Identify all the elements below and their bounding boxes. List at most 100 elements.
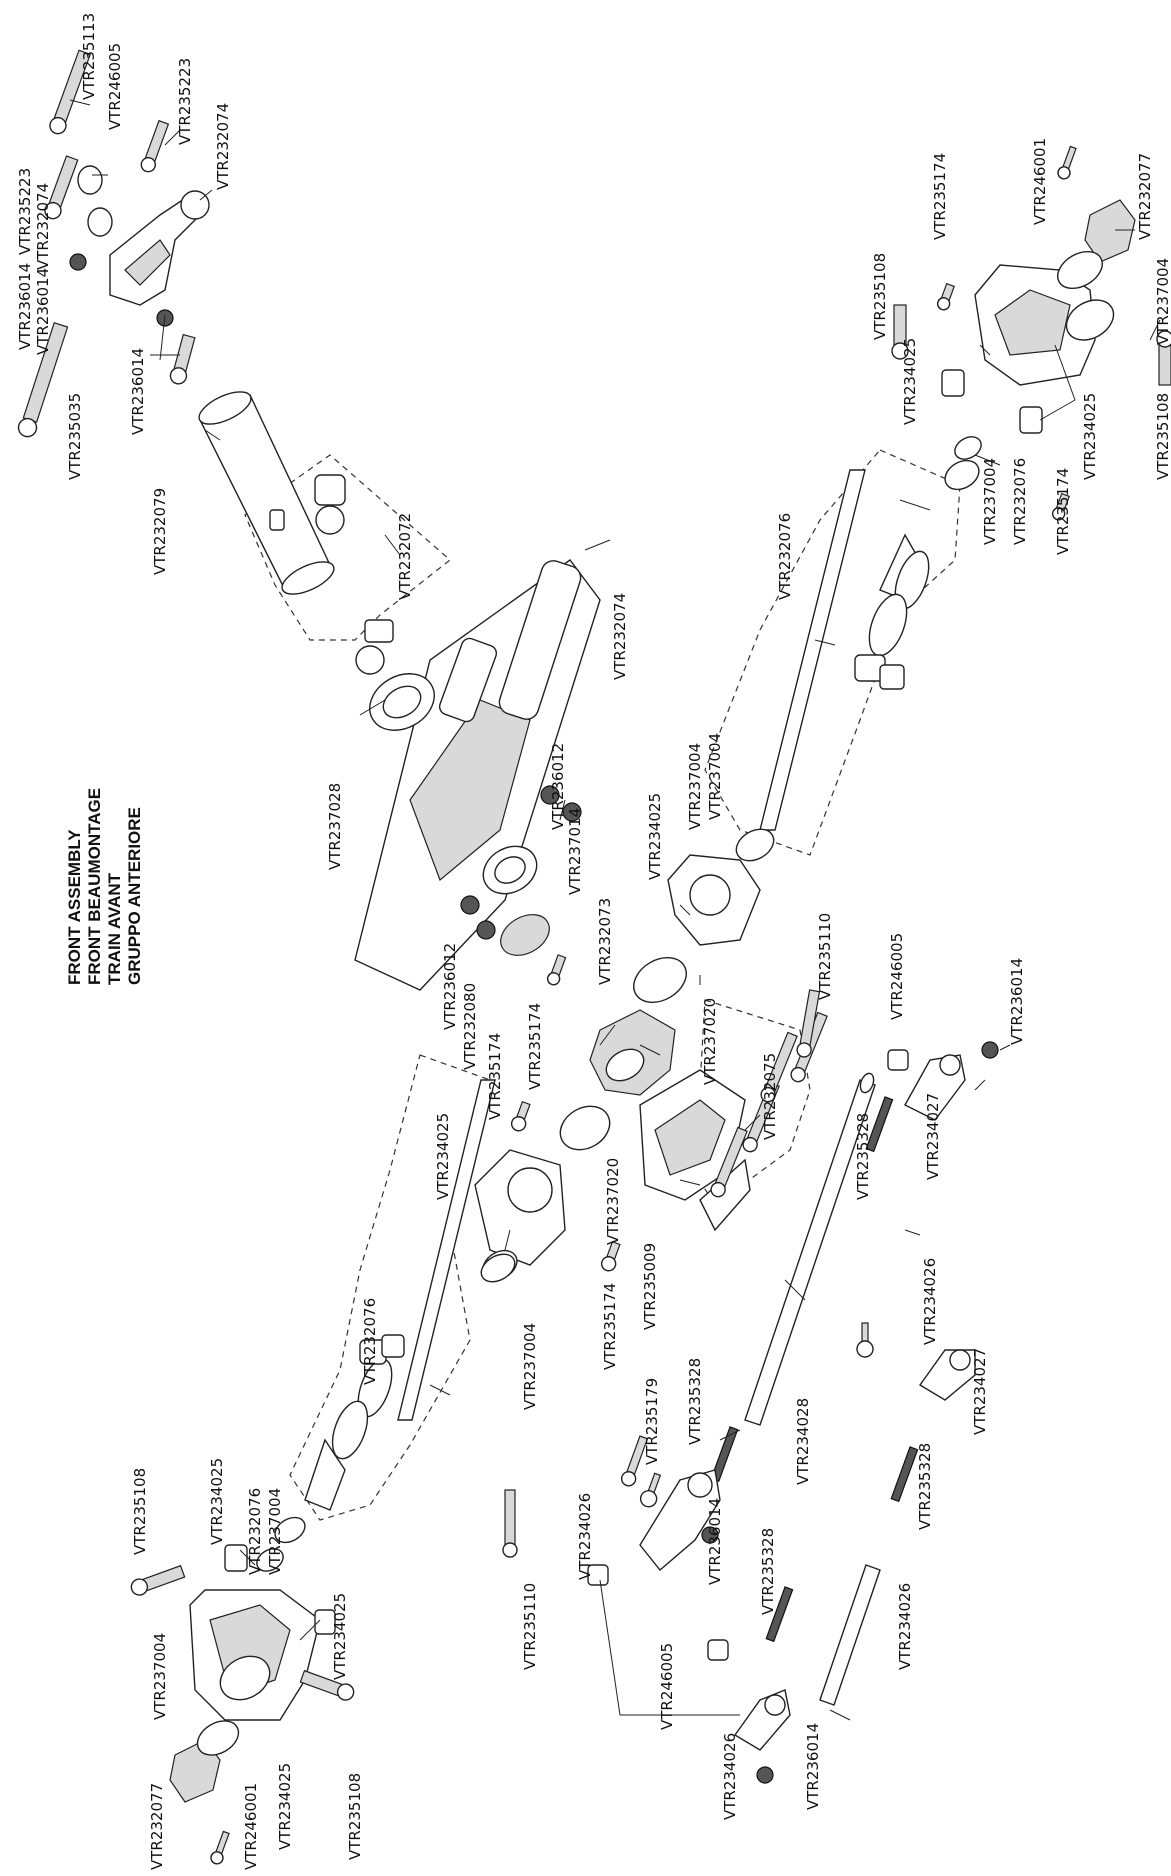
label-VTR235174-upper-right-2: VTR235174 (1054, 468, 1072, 555)
long-screw-top (49, 49, 92, 135)
ball-stud-lower (639, 1472, 662, 1508)
screw-mid (44, 155, 79, 220)
screw-upper-right-right (1156, 330, 1171, 386)
bushing-rod-end-mid (587, 1564, 609, 1586)
screw-upper-right-bottom (1051, 492, 1071, 521)
label-VTR234025-lower-left-2: VTR234025 (331, 1593, 349, 1680)
label-VTR234026-bottom: VTR234026 (721, 1733, 739, 1820)
label-VTR235174-upper-right: VTR235174 (931, 153, 949, 240)
label-VTR235328-left-lower: VTR235328 (759, 1528, 777, 1615)
label-VTR236012-upper: VTR236012 (549, 743, 567, 830)
long-link-rod (744, 1079, 876, 1426)
label-VTR234026-left: VTR234026 (576, 1493, 594, 1580)
bearing-right-inner (735, 828, 775, 862)
label-VTR234025-lower-left-3: VTR234025 (276, 1763, 294, 1850)
label-VTR237020-left: VTR237020 (604, 1158, 622, 1245)
bushing-rod-end-lower (707, 1639, 729, 1661)
label-VTR235108-lower-left-2: VTR235108 (346, 1773, 364, 1860)
label-VTR234025-mid: VTR234025 (434, 1113, 452, 1200)
main-tube (198, 391, 335, 595)
label-VTR235108-upper-right-2: VTR235108 (1154, 393, 1171, 480)
label-VTR232076-mid: VTR232076 (361, 1298, 379, 1385)
label-VTR235110-right: VTR235110 (816, 913, 834, 1000)
long-screw-left (17, 321, 69, 438)
threaded-rod-1 (865, 1096, 894, 1153)
knuckle-lower-left (189, 1516, 336, 1721)
group-box-left-driveshaft (289, 1054, 491, 1521)
label-VTR236012-lower: VTR236012 (441, 943, 459, 1030)
label-VTR237014: VTR237014 (566, 808, 584, 895)
label-VTR237004-center: VTR237004 (706, 733, 724, 820)
nut-rod-end-mid (701, 1526, 719, 1544)
center-housing (354, 559, 601, 991)
pin-upper-right (1057, 145, 1077, 180)
label-VTR232080: VTR232080 (461, 983, 479, 1070)
label-VTR235223-top: VTR235223 (176, 58, 194, 145)
label-VTR232074-center: VTR232074 (611, 593, 629, 680)
bushing-top (77, 165, 103, 195)
label-VTR237004-lower-left-2: VTR237004 (151, 1633, 169, 1720)
bearing-lower-left (196, 1720, 240, 1756)
nut-rod-end-lower (756, 1766, 774, 1784)
label-VTR232079: VTR232079 (151, 488, 169, 575)
label-VTR246005-left: VTR246005 (658, 1643, 676, 1730)
label-VTR246001-upper-right: VTR246001 (1031, 138, 1049, 225)
screw-lower-left-top (130, 1564, 186, 1596)
label-VTR236014-bottom: VTR236014 (804, 1723, 822, 1810)
threaded-rod-3 (890, 1446, 919, 1503)
short-screw-lower (169, 333, 196, 385)
title-line-fr-alt: TRAIN AVANT (105, 872, 124, 985)
label-VTR237020-right: VTR237020 (701, 998, 719, 1085)
label-VTR232074-top: VTR232074 (214, 103, 232, 190)
threaded-rod-4 (765, 1586, 794, 1643)
label-VTR235223-left: VTR235223 (16, 168, 34, 255)
label-VTR232077-upper-right: VTR232077 (1136, 153, 1154, 240)
title-line-fr: FRONT BEAUMONTAGE (85, 788, 104, 985)
linkage-parts (502, 989, 999, 1784)
assembly-title: FRONT ASSEMBLY FRONT BEAUMONTAGE TRAIN A… (65, 788, 144, 985)
label-VTR237028: VTR237028 (326, 783, 344, 870)
long-screw-lower-right (796, 989, 821, 1058)
screw-upper-right-top (936, 282, 956, 311)
label-VTR232076-right-shaft: VTR232076 (776, 513, 794, 600)
right-driveshaft (735, 469, 930, 862)
label-VTR235328-right: VTR235328 (854, 1113, 872, 1200)
label-VTR235328-mid: VTR235328 (686, 1358, 704, 1445)
label-VTR235009: VTR235009 (641, 1243, 659, 1330)
label-VTR235035: VTR235035 (66, 393, 84, 480)
label-VTR232076-upper-right: VTR232076 (1011, 458, 1029, 545)
part-labels: VTR235113 VTR246005 VTR235223 VTR232074 … (16, 13, 1171, 1870)
gear-parts (500, 914, 687, 1151)
label-VTR234025-lower-left: VTR234025 (208, 1458, 226, 1545)
pinion-screw (546, 954, 567, 986)
label-VTR235108-upper-right: VTR235108 (871, 253, 889, 340)
label-VTR234028: VTR234028 (794, 1398, 812, 1485)
long-screw-lower-left (502, 1489, 518, 1558)
bearing-mid (633, 957, 687, 1003)
group-box-right-driveshaft (704, 449, 961, 856)
crown-gear-hub (605, 1048, 645, 1082)
bushing-mid (87, 207, 113, 237)
label-VTR235179: VTR235179 (643, 1378, 661, 1465)
label-VTR236014-mid: VTR236014 (34, 268, 52, 355)
label-VTR232075: VTR232075 (761, 1053, 779, 1140)
screw-link-mid (620, 1435, 649, 1487)
label-VTR235113: VTR235113 (80, 13, 98, 100)
short-link-rod (819, 1564, 881, 1706)
label-VTR246001-lower-left: VTR246001 (242, 1783, 260, 1870)
label-VTR232077-lower-left: VTR232077 (148, 1783, 166, 1870)
label-VTR232076-lower-left: VTR232076 (246, 1488, 264, 1575)
arm-pivot (180, 190, 210, 220)
label-VTR234026-right: VTR234026 (921, 1258, 939, 1345)
label-VTR237004-right-inner: VTR237004 (686, 743, 704, 830)
label-VTR234025-center: VTR234025 (646, 793, 664, 880)
screw-lower-left-bottom (299, 1669, 355, 1701)
bearing-left-inner (480, 1253, 516, 1283)
screw-knuckle-bottom (600, 1240, 621, 1272)
label-VTR235110-left: VTR235110 (521, 1583, 539, 1670)
label-VTR246005-right: VTR246005 (888, 933, 906, 1020)
title-line-it: GRUPPO ANTERIORE (125, 807, 144, 985)
group-box-upper-joint (244, 454, 451, 641)
label-VTR237004-mid: VTR237004 (521, 1323, 539, 1410)
